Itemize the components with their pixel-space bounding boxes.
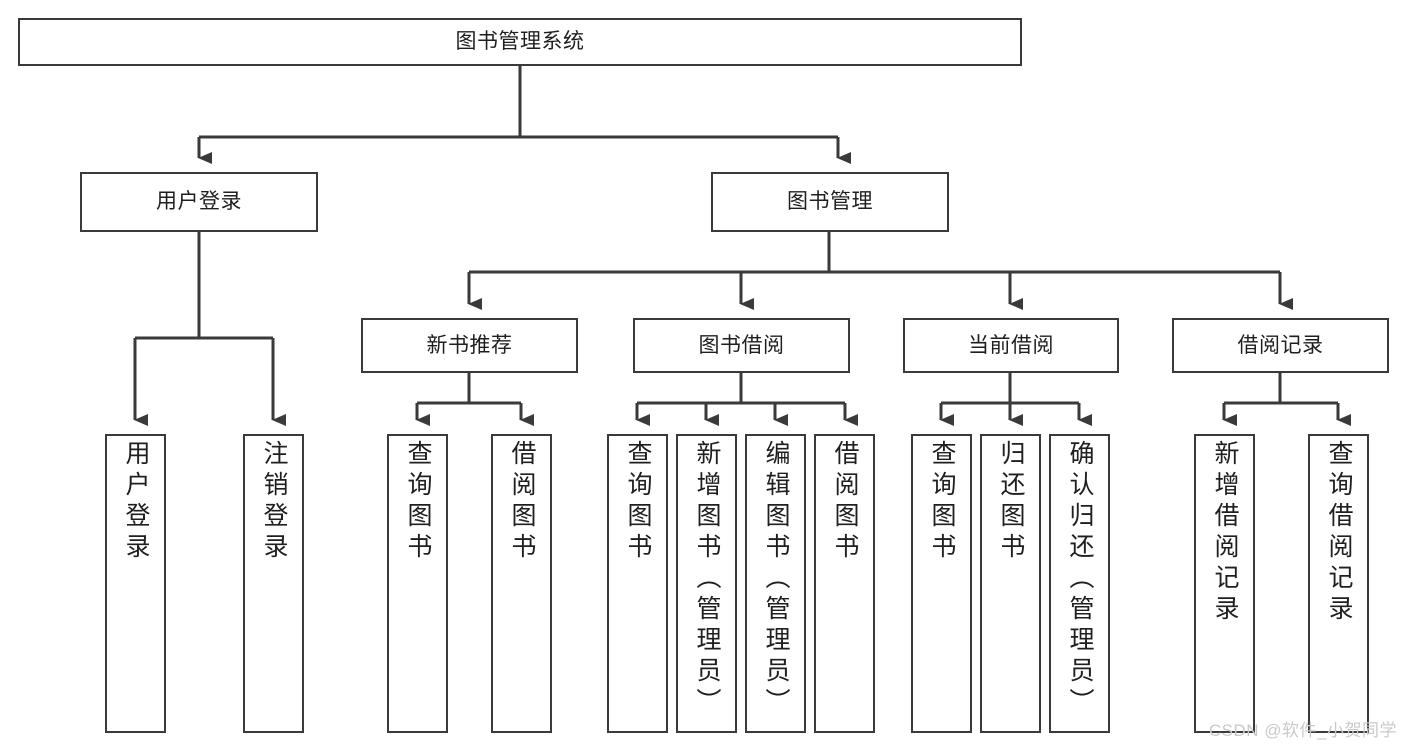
node-label: 图书借阅 xyxy=(698,333,785,357)
leaf-user-login[interactable]: 用户登录 xyxy=(105,434,166,733)
node-label: 借阅图书 xyxy=(831,440,859,564)
node-label: 查询图书 xyxy=(404,440,432,564)
node-user-login[interactable]: 用户登录 xyxy=(80,172,318,232)
leaf-query-book-recommend[interactable]: 查询图书 xyxy=(387,434,448,733)
node-label: 新增借阅记录 xyxy=(1211,440,1239,626)
node-label: 查询借阅记录 xyxy=(1325,440,1353,626)
node-label: 归还图书 xyxy=(997,440,1025,564)
leaf-borrow-book-recommend[interactable]: 借阅图书 xyxy=(491,434,552,733)
node-new-book-recommend[interactable]: 新书推荐 xyxy=(361,318,578,373)
leaf-logout[interactable]: 注销登录 xyxy=(243,434,304,733)
node-current-borrow[interactable]: 当前借阅 xyxy=(903,318,1119,373)
leaf-query-book-borrow[interactable]: 查询图书 xyxy=(607,434,668,733)
node-label: 图书管理系统 xyxy=(455,30,585,54)
leaf-borrow-book[interactable]: 借阅图书 xyxy=(814,434,875,733)
node-label: 新书推荐 xyxy=(426,333,513,357)
leaf-query-book-current[interactable]: 查询图书 xyxy=(911,434,972,733)
node-book-management[interactable]: 图书管理 xyxy=(711,172,949,232)
node-label: 查询图书 xyxy=(624,440,652,564)
node-label: 用户登录 xyxy=(122,440,150,564)
node-label: 新增图书（管理员） xyxy=(693,440,721,719)
leaf-query-borrow-record[interactable]: 查询借阅记录 xyxy=(1308,434,1369,733)
node-label: 图书管理 xyxy=(787,190,873,214)
watermark: CSDN @软件_小贺同学 xyxy=(1208,721,1397,740)
node-label: 编辑图书（管理员） xyxy=(762,440,790,719)
node-label: 用户登录 xyxy=(156,190,242,214)
node-borrow-record[interactable]: 借阅记录 xyxy=(1172,318,1389,373)
node-label: 借阅图书 xyxy=(508,440,536,564)
node-label: 当前借阅 xyxy=(968,333,1054,357)
node-label: 注销登录 xyxy=(260,440,288,564)
leaf-return-book[interactable]: 归还图书 xyxy=(980,434,1041,733)
node-label: 确认归还（管理员） xyxy=(1066,440,1094,719)
node-book-borrow[interactable]: 图书借阅 xyxy=(633,318,850,373)
leaf-add-book-admin[interactable]: 新增图书（管理员） xyxy=(676,434,737,733)
leaf-edit-book-admin[interactable]: 编辑图书（管理员） xyxy=(745,434,806,733)
node-label: 查询图书 xyxy=(928,440,956,564)
leaf-confirm-return-admin[interactable]: 确认归还（管理员） xyxy=(1049,434,1110,733)
leaf-add-borrow-record[interactable]: 新增借阅记录 xyxy=(1194,434,1255,733)
node-root-system[interactable]: 图书管理系统 xyxy=(18,18,1022,66)
node-label: 借阅记录 xyxy=(1237,333,1324,357)
